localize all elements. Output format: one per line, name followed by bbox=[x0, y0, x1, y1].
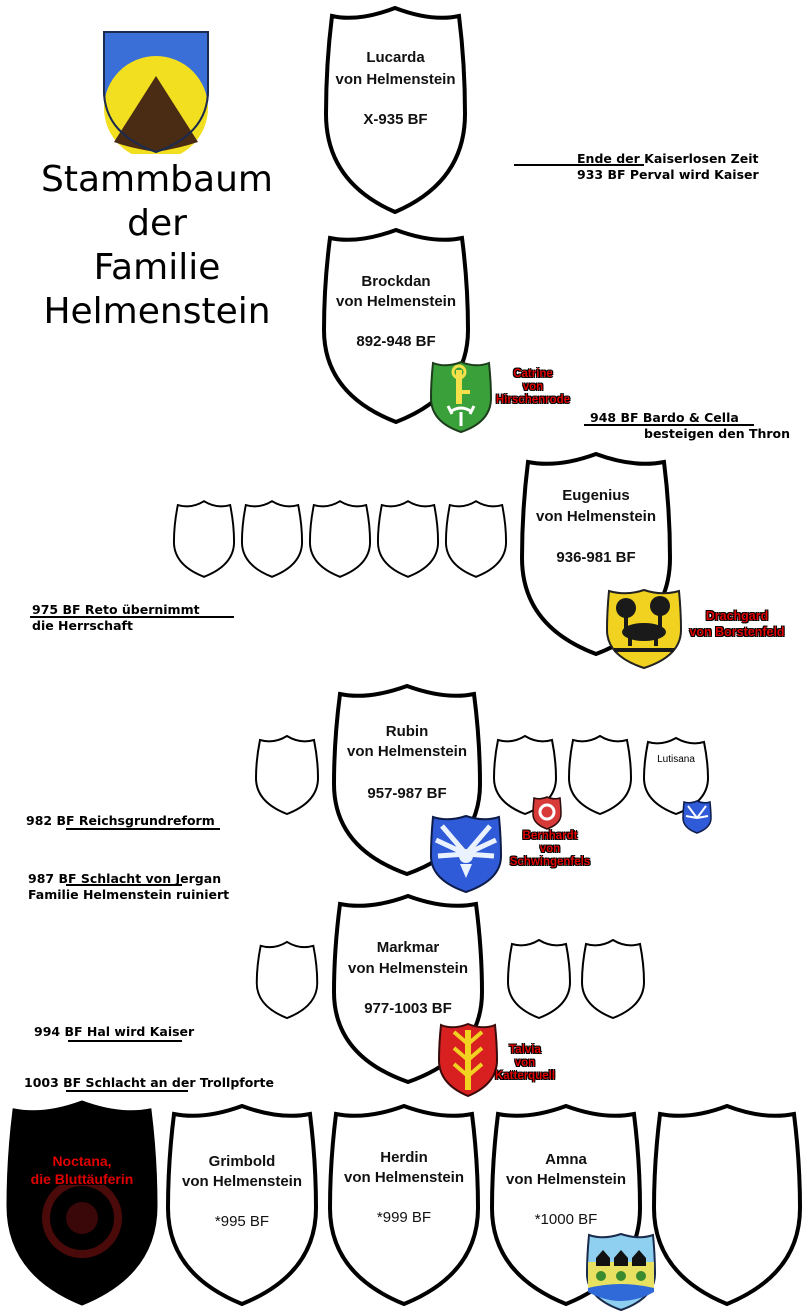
sibling-shield-empty bbox=[254, 940, 320, 1020]
sibling-shield-empty bbox=[376, 498, 440, 580]
spouse-name: Drachgard bbox=[705, 609, 769, 623]
person-family: von Helmenstein bbox=[346, 743, 468, 760]
event-text: 933 BF Perval wird Kaiser bbox=[577, 167, 759, 182]
sibling-shield-empty bbox=[240, 498, 304, 580]
event-line bbox=[514, 164, 644, 166]
sibling-shield-empty bbox=[172, 498, 236, 580]
person-name: Lutisana bbox=[657, 754, 695, 765]
event-text: Ende der Kaiserlosen Zeit bbox=[577, 151, 759, 166]
event-text: 982 BF Reichsgrundreform bbox=[26, 813, 215, 828]
spouse-name: Katterquell bbox=[494, 1070, 556, 1082]
spouse-name: von bbox=[514, 1057, 536, 1069]
person-family: von Helmenstein bbox=[181, 1173, 303, 1190]
person-shield-grimbold: Grimbold von Helmenstein *995 BF bbox=[162, 1103, 322, 1308]
village-coat-of-arms-icon bbox=[585, 1232, 657, 1312]
person-family: von Helmenstein bbox=[335, 71, 456, 88]
event-line bbox=[66, 884, 182, 886]
spouse-name: Catrine bbox=[513, 368, 553, 380]
person-dates: X-935 BF bbox=[363, 111, 428, 128]
event-note: 987 BF Schlacht von Jergan Familie Helme… bbox=[28, 871, 229, 903]
borstenfeld-coat-of-arms-icon bbox=[605, 588, 683, 670]
event-text: 975 BF Reto übernimmt bbox=[32, 602, 200, 617]
sibling-shield-empty bbox=[308, 498, 372, 580]
person-shield-empty bbox=[648, 1103, 806, 1308]
person-family: von Helmenstein bbox=[535, 508, 657, 525]
lutisana-small-coat-of-arms-icon bbox=[682, 800, 712, 834]
event-text: Familie Helmenstein ruiniert bbox=[28, 887, 230, 902]
event-text: besteigen den Thron bbox=[644, 426, 791, 441]
person-name: Noctana, bbox=[52, 1153, 112, 1169]
person-dates: *1000 BF bbox=[534, 1211, 598, 1228]
schwingenfels-small-coat-of-arms-icon bbox=[532, 796, 562, 830]
spouse-name: von bbox=[539, 843, 561, 855]
person-dates: 957-987 BF bbox=[367, 785, 447, 802]
sibling-shield-empty bbox=[580, 938, 646, 1020]
event-text: 994 BF Hal wird Kaiser bbox=[34, 1024, 195, 1039]
person-name: Markmar bbox=[376, 939, 440, 956]
sibling-shield-empty bbox=[504, 938, 574, 1020]
event-text: 1003 BF Schlacht an der Trollpforte bbox=[24, 1075, 274, 1090]
person-family: von Helmenstein bbox=[335, 293, 457, 310]
spouse-name: Schwingenfels bbox=[509, 856, 591, 868]
person-dates: 892-948 BF bbox=[356, 333, 436, 350]
event-line bbox=[66, 1090, 188, 1092]
person-dates: 977-1003 BF bbox=[364, 1000, 452, 1017]
person-shield-lutisana: Lutisana bbox=[642, 736, 710, 816]
person-name: Grimbold bbox=[208, 1153, 276, 1170]
sibling-shield-empty bbox=[490, 734, 560, 816]
schwingenfels-coat-of-arms-icon bbox=[429, 814, 503, 894]
event-text: 987 BF Schlacht von Jergan bbox=[28, 871, 222, 886]
sibling-shield-empty bbox=[566, 734, 634, 816]
person-dates: 936-981 BF bbox=[556, 549, 636, 566]
spouse-name: Talvia bbox=[509, 1044, 541, 1056]
spouse-name: Hirschenrode bbox=[495, 394, 571, 406]
person-name: Eugenius bbox=[562, 487, 630, 504]
spouse-name: Bernhardt bbox=[522, 830, 578, 842]
event-text: 948 BF Bardo & Cella bbox=[590, 410, 739, 425]
spouse-label-catrine: Catrine von Hirschenrode bbox=[492, 368, 574, 407]
event-line bbox=[584, 424, 754, 426]
event-line bbox=[66, 828, 220, 830]
event-note: 982 BF Reichsgrundreform bbox=[26, 813, 215, 829]
title-line: der bbox=[127, 203, 187, 244]
person-name: Brockdan bbox=[361, 273, 431, 290]
event-note: Ende der Kaiserlosen Zeit 933 BF Perval … bbox=[577, 151, 759, 183]
helmenstein-coat-of-arms-icon bbox=[100, 30, 212, 160]
event-note: 948 BF Bardo & Cella besteigen den Thron bbox=[590, 410, 790, 442]
page-title: Stammbaum der Familie Helmenstein bbox=[12, 158, 302, 334]
person-name: Rubin bbox=[385, 723, 429, 740]
person-dates: *995 BF bbox=[214, 1213, 270, 1230]
event-line bbox=[68, 1040, 182, 1042]
hirschenrode-coat-of-arms-icon bbox=[429, 360, 493, 434]
person-epithet: die Bluttäuferin bbox=[30, 1171, 134, 1187]
person-name: Lucarda bbox=[366, 49, 425, 66]
sibling-shield-empty bbox=[254, 734, 320, 816]
title-line: Helmenstein bbox=[43, 291, 271, 332]
spouse-label-bernhardt: Bernhardt von Schwingenfels bbox=[508, 830, 592, 869]
person-family: von Helmenstein bbox=[343, 1169, 465, 1186]
event-text: die Herrschaft bbox=[32, 618, 133, 633]
person-shield-herdin: Herdin von Helmenstein *999 BF bbox=[324, 1103, 484, 1308]
title-line: Stammbaum bbox=[41, 159, 273, 200]
person-name: Herdin bbox=[380, 1149, 428, 1166]
spouse-label-talvia: Talvia von Katterquell bbox=[484, 1044, 566, 1083]
title-line: Familie bbox=[93, 247, 221, 288]
spouse-name: von Borstenfeld bbox=[689, 625, 785, 639]
event-note: 994 BF Hal wird Kaiser bbox=[34, 1024, 194, 1040]
event-line bbox=[30, 616, 234, 618]
person-family: von Helmenstein bbox=[505, 1171, 627, 1188]
event-note: 1003 BF Schlacht an der Trollpforte bbox=[24, 1075, 274, 1091]
katterquell-coat-of-arms-icon bbox=[437, 1022, 499, 1098]
event-note: 975 BF Reto übernimmt die Herrschaft bbox=[32, 602, 200, 634]
spouse-name: von bbox=[522, 381, 544, 393]
person-family: von Helmenstein bbox=[347, 960, 469, 977]
spouse-label-drachgard: Drachgard von Borstenfeld bbox=[682, 608, 792, 640]
sibling-shield-empty bbox=[444, 498, 508, 580]
person-dates: *999 BF bbox=[376, 1209, 432, 1226]
person-name: Amna bbox=[545, 1151, 587, 1168]
person-shield-noctana: Noctana, die Bluttäuferin bbox=[2, 1100, 162, 1308]
person-shield-lucarda: Lucarda von Helmenstein X-935 BF bbox=[318, 4, 473, 216]
